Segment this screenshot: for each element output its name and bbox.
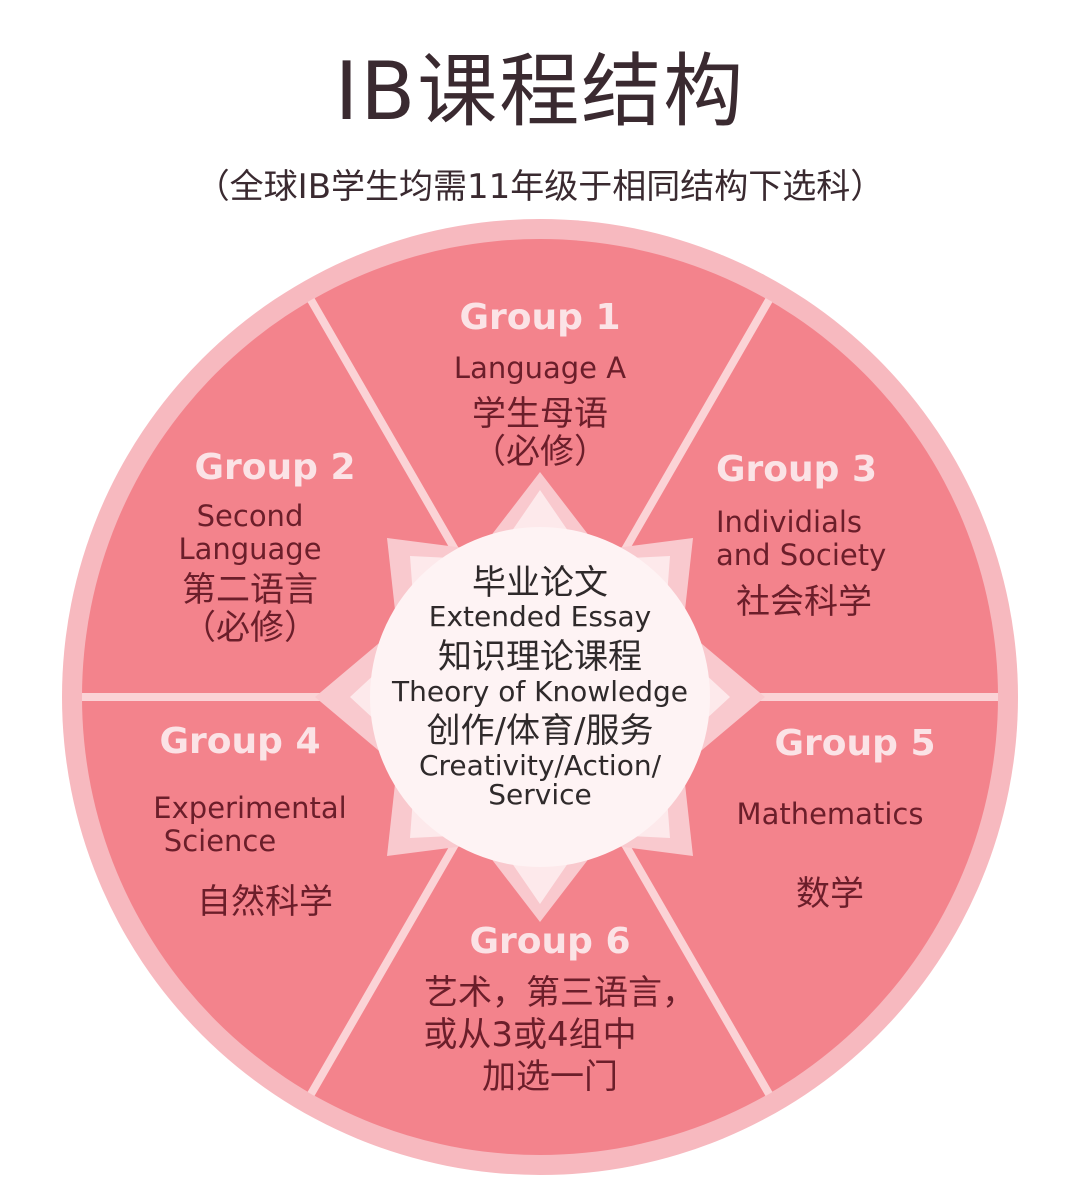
group-6-line2: 或从3或4组中	[423, 1015, 637, 1056]
group-1-sector: Group 1 Language A 学生母语 （必修）	[390, 297, 690, 472]
group-3-english-line1: Individials	[716, 505, 863, 540]
group-2-required: （必修）	[182, 608, 318, 649]
group-1-english: Language A	[453, 351, 627, 386]
group-4-english-line2: Science	[163, 823, 277, 858]
group-5-english: Mathematics	[736, 797, 924, 832]
group-3-english-line2: and Society	[716, 537, 887, 572]
group-4-sector: Group 4 Experimental Science 自然科学	[120, 721, 380, 923]
group-3-sector: Group 3 Individials and Society 社会科学	[700, 449, 930, 623]
group-1-chinese: 学生母语	[472, 393, 608, 434]
group-2-english-line1: Second	[196, 499, 304, 534]
center-glow	[370, 527, 710, 867]
group-3-chinese: 社会科学	[736, 582, 872, 623]
core-cas-english-line1: Creativity/Action/	[418, 748, 662, 782]
group-2-label: Group 2	[194, 447, 356, 488]
group-2-english-line2: Language	[178, 531, 322, 566]
group-5-chinese: 数学	[796, 873, 864, 914]
core-cas-english-line2: Service	[488, 777, 592, 811]
group-6-line3: 加选一门	[482, 1057, 618, 1098]
group-5-label: Group 5	[774, 723, 936, 764]
group-2-sector: Group 2 Second Language 第二语言 （必修）	[120, 447, 380, 649]
group-4-english-line1: Experimental	[153, 791, 347, 826]
group-5-sector: Group 5 Mathematics 数学	[710, 723, 950, 914]
group-4-chinese: 自然科学	[197, 882, 333, 923]
group-2-chinese: 第二语言	[182, 570, 318, 611]
core-cas-chinese: 创作/体育/服务	[426, 711, 654, 752]
core-components: 毕业论文 Extended Essay 知识理论课程 Theory of Kno…	[340, 563, 740, 811]
core-ee-chinese: 毕业论文	[472, 563, 608, 603]
core-tok-chinese: 知识理论课程	[438, 637, 642, 678]
page-title: IB课程结构	[334, 45, 746, 138]
page-subtitle: （全球IB学生均需11年级于相同结构下选科）	[195, 167, 885, 207]
core-ee-english: Extended Essay	[428, 600, 652, 634]
group-4-label: Group 4	[159, 721, 321, 762]
group-1-required: （必修）	[472, 431, 608, 472]
group-3-label: Group 3	[716, 449, 878, 490]
group-6-sector: Group 6 艺术，第三语言， 或从3或4组中 加选一门	[380, 921, 720, 1098]
group-6-line1: 艺术，第三语言，	[424, 973, 696, 1014]
group-1-label: Group 1	[459, 297, 621, 338]
core-tok-english: Theory of Knowledge	[392, 674, 688, 708]
group-6-label: Group 6	[469, 921, 631, 962]
